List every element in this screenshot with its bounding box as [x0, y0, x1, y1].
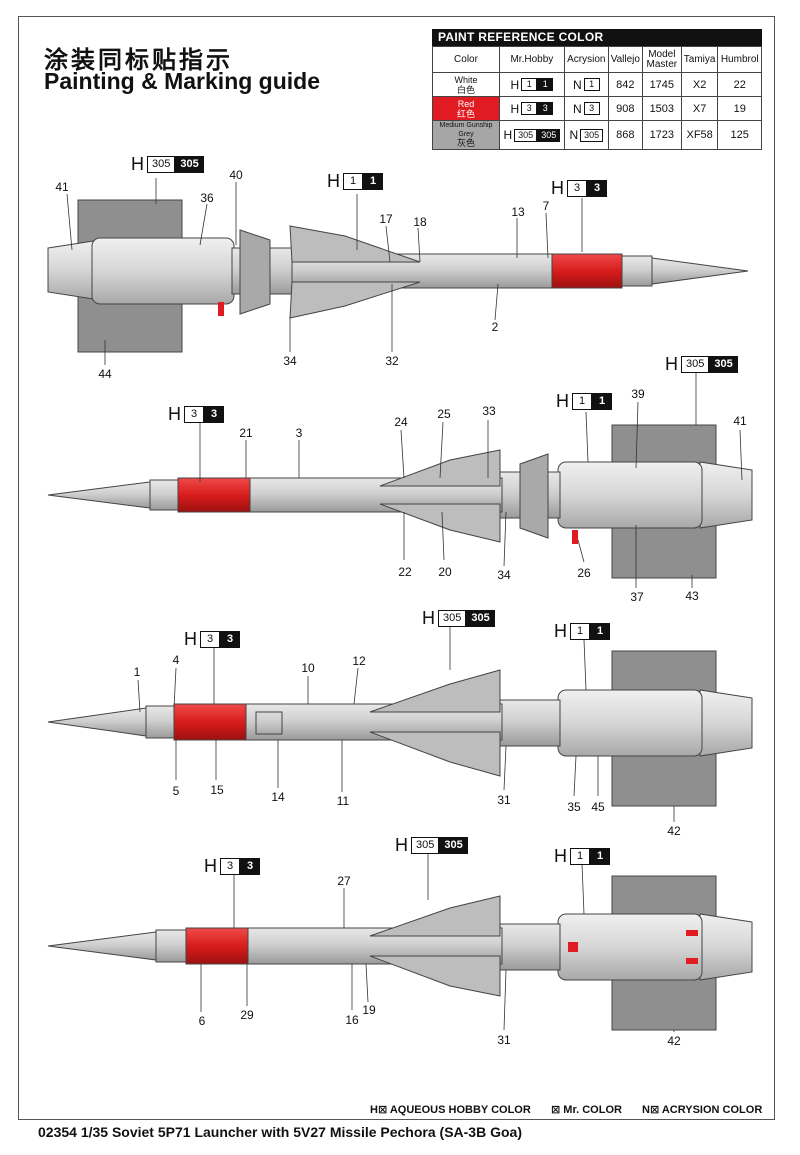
part-number: 11 — [336, 794, 350, 808]
red-band — [551, 253, 623, 289]
part-number: 24 — [394, 415, 408, 429]
part-number: 7 — [542, 199, 550, 213]
tamiya-cell: X2 — [680, 72, 719, 97]
booster-fin-bottom — [77, 295, 183, 353]
model-master-cell: 1723 — [641, 120, 682, 150]
part-number: 29 — [240, 1008, 254, 1022]
part-number: 26 — [577, 566, 591, 580]
paint-table-title: PAINT REFERENCE COLOR — [432, 29, 762, 46]
missile-view-1 — [47, 199, 749, 353]
part-number: 35 — [567, 800, 581, 814]
part-number: 34 — [283, 354, 297, 368]
part-number: 13 — [511, 205, 525, 219]
part-number: 31 — [497, 1033, 511, 1047]
part-number: 41 — [55, 180, 69, 194]
part-number: 41 — [733, 414, 747, 428]
legend-aqueous: H⊠ AQUEOUS HOBBY COLOR — [370, 1104, 531, 1116]
header-vallejo: Vallejo — [607, 46, 643, 73]
part-number: 12 — [352, 654, 366, 668]
part-number: 42 — [667, 1034, 681, 1048]
part-number: 10 — [301, 661, 315, 675]
part-number: 19 — [362, 1003, 376, 1017]
legend-mr-color: ⊠ Mr. COLOR — [551, 1104, 622, 1116]
part-number: 5 — [172, 784, 180, 798]
part-number: 21 — [239, 426, 253, 440]
part-number: 27 — [337, 874, 351, 888]
title-chinese: 涂装同标贴指示 — [44, 46, 233, 74]
vallejo-cell: 908 — [607, 96, 643, 121]
footer-title: 02354 1/35 Soviet 5P71 Launcher with 5V2… — [38, 1124, 522, 1140]
part-number: 3 — [295, 426, 303, 440]
tamiya-cell: XF58 — [680, 120, 719, 150]
part-number: 40 — [229, 168, 243, 182]
part-number: 25 — [437, 407, 451, 421]
part-number: 16 — [345, 1013, 359, 1027]
nose-cone — [651, 257, 749, 285]
part-number: 22 — [398, 565, 412, 579]
part-number: 44 — [98, 367, 112, 381]
humbrol-cell: 125 — [717, 120, 762, 150]
page-frame — [18, 16, 775, 1120]
part-number: 14 — [271, 790, 285, 804]
part-number: 34 — [497, 568, 511, 582]
part-number: 17 — [379, 212, 393, 226]
missile-view-2 — [47, 424, 753, 579]
part-number: 39 — [631, 387, 645, 401]
header-humbrol: Humbrol — [717, 46, 762, 73]
legend-acrysion: N⊠ ACRYSION COLOR — [642, 1104, 763, 1116]
part-number: 42 — [667, 824, 681, 838]
header-tamiya: Tamiya — [680, 46, 719, 73]
part-number: 36 — [200, 191, 214, 205]
missile-view-3 — [47, 650, 753, 807]
paint-reference-table: PAINT REFERENCE COLOR Color Mr.Hobby Acr… — [432, 29, 762, 150]
missile-view-4 — [47, 875, 753, 1031]
part-number: 6 — [198, 1014, 206, 1028]
part-number: 45 — [591, 800, 605, 814]
part-number: 15 — [210, 783, 224, 797]
header-color: Color — [432, 46, 500, 73]
part-number: 33 — [482, 404, 496, 418]
part-number: 20 — [438, 565, 452, 579]
part-number: 4 — [172, 653, 180, 667]
part-number: 1 — [133, 665, 141, 679]
leader-lines — [66, 178, 743, 1032]
part-number: 31 — [497, 793, 511, 807]
part-number: 32 — [385, 354, 399, 368]
part-number: 2 — [491, 320, 499, 334]
part-number: 37 — [630, 590, 644, 604]
part-number: 18 — [413, 215, 427, 229]
part-number: 43 — [685, 589, 699, 603]
booster-body — [91, 237, 235, 305]
tamiya-cell: X7 — [680, 96, 719, 121]
header-acrysion: Acrysion — [563, 46, 609, 73]
title-english: Painting & Marking guide — [44, 68, 321, 94]
